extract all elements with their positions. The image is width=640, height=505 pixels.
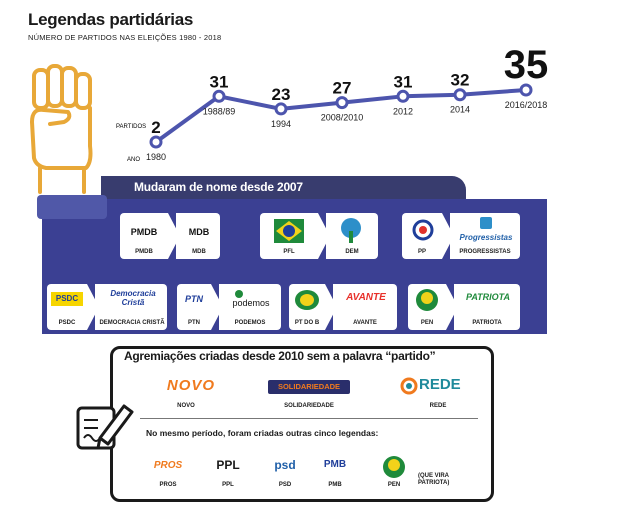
data-point: [149, 135, 163, 149]
patriota-logo: PATRIOTA: [466, 292, 510, 302]
old-name-label: PTN: [188, 320, 200, 326]
chart-subtitle: NÚMERO DE PARTIDOS NAS ELEIÇÕES 1980 - 2…: [28, 33, 222, 42]
data-label: 27: [333, 79, 352, 98]
x-tick-label: 2014: [450, 105, 470, 115]
dem-logo: [341, 218, 361, 243]
y-axis-label: PARTIDOS: [116, 124, 146, 130]
new-name-label: PROGRESSISTAS: [459, 249, 511, 255]
data-label: 23: [272, 85, 291, 104]
renamed-header-band: [101, 176, 466, 202]
rename-card-pp-progressistas: Progressistas PP PROGRESSISTAS: [402, 213, 520, 259]
new-name-label: AVANTE: [353, 320, 377, 326]
data-label: 32: [451, 71, 470, 90]
data-point: [519, 83, 533, 97]
data-point: [212, 89, 226, 103]
new-parties-title: Agremiações criadas desde 2010 sem a pal…: [124, 349, 436, 363]
x-tick-label: 1994: [271, 119, 291, 129]
old-name-label: PFL: [283, 249, 295, 255]
data-label: 31: [394, 72, 413, 91]
rename-card-ptdob-avante: AVANTE PT DO B AVANTE: [289, 284, 397, 330]
podemos-logo: podemos: [232, 298, 270, 308]
old-name-label: PEN: [420, 320, 434, 326]
ptn-logo: PTN: [185, 294, 203, 304]
solidariedade-logo: SOLIDARIEDADE: [268, 380, 350, 394]
pen-party-logo-icon: [383, 456, 405, 478]
signing-pen-icon: [76, 404, 134, 450]
rede-mark-icon: [400, 377, 418, 395]
pen-label: PEN: [387, 482, 401, 488]
pros-label: PROS: [159, 482, 177, 488]
fist-sleeve: [37, 195, 107, 219]
x-tick-label: 1988/89: [203, 106, 236, 116]
democracia-crista-logo: Democracia Cristã: [110, 289, 156, 307]
data-point: [274, 102, 288, 116]
divider: [140, 418, 478, 419]
progressistas-mark: [480, 217, 492, 229]
avante-logo: AVANTE: [346, 292, 386, 303]
data-label: 31: [210, 72, 229, 91]
old-name-label: PMDB: [135, 249, 153, 255]
old-name-label: PP: [417, 249, 426, 255]
new-parties-box: [110, 346, 494, 502]
data-point: [396, 89, 410, 103]
x-tick-label: 2008/2010: [321, 113, 364, 123]
new-name-label: PODEMOS: [234, 320, 266, 326]
pfl-logo: [274, 219, 304, 243]
progressistas-logo: Progressistas: [459, 233, 513, 242]
rename-card-ptn-podemos: PTN podemos PTN PODEMOS: [177, 284, 281, 330]
novo-label: NOVO: [177, 403, 195, 409]
old-name-label: PT DO B: [294, 320, 320, 326]
new-name-label: DEMOCRACIA CRISTÃ: [99, 320, 165, 326]
x-tick-label: 2016/2018: [505, 100, 548, 110]
psd-logo: psd: [274, 458, 296, 472]
data-point: [335, 96, 349, 110]
rename-card-pmdb-mdb: PMDB MDB PMDB MDB: [120, 213, 220, 259]
raised-fist-icon: [30, 64, 93, 194]
new-name-label: PATRIOTA: [472, 320, 502, 326]
pp-logo: [412, 219, 434, 241]
novo-logo: NOVO: [166, 377, 216, 394]
renamed-title: Mudaram de nome desde 2007: [134, 180, 303, 194]
rename-card-pfl-dem: PFL DEM: [260, 213, 378, 259]
pros-logo: PROS: [153, 460, 183, 471]
solidariedade-label: SOLIDARIEDADE: [284, 403, 334, 409]
pmb-logo: PMB: [323, 459, 347, 470]
old-name-label: PSDC: [58, 320, 76, 326]
x-tick-label: 1980: [146, 152, 166, 162]
new-name-label: MDB: [192, 249, 206, 255]
rede-logo: REDE: [419, 376, 461, 393]
new-name-label: DEM: [345, 249, 359, 255]
others-title: No mesmo período, foram criadas outras c…: [146, 428, 379, 438]
x-tick-label: 2012: [393, 106, 413, 116]
podemos-mark: [235, 290, 243, 298]
data-point: [453, 88, 467, 102]
pen-note: (QUE VIRA PATRIOTA): [418, 473, 450, 486]
ppl-logo: PPL: [216, 458, 240, 472]
chart-title: Legendas partidárias: [28, 10, 194, 29]
data-label: 35: [504, 43, 549, 87]
rede-label: REDE: [429, 403, 447, 409]
rename-card-psdc-democracia-crista: PSDC Democracia Cristã PSDC DEMOCRACIA C…: [47, 284, 167, 330]
psd-label: PSD: [278, 482, 292, 488]
pen-logo: [416, 289, 438, 311]
ppl-label: PPL: [222, 482, 234, 488]
x-axis-label: ANO: [127, 157, 140, 163]
mdb-logo: MDB: [188, 227, 210, 237]
psdc-logo: PSDC: [51, 292, 83, 306]
pmdb-logo: PMDB: [130, 227, 158, 237]
pmb-label: PMB: [328, 482, 342, 488]
line-chart: 2 1980 31 1988/89 23 1994 27 2008/2010 31 2012 32 2…: [116, 43, 549, 163]
rename-card-pen-patriota: PATRIOTA PEN PATRIOTA: [408, 284, 520, 330]
data-label: 2: [151, 118, 160, 137]
ptdob-logo: [295, 290, 319, 310]
